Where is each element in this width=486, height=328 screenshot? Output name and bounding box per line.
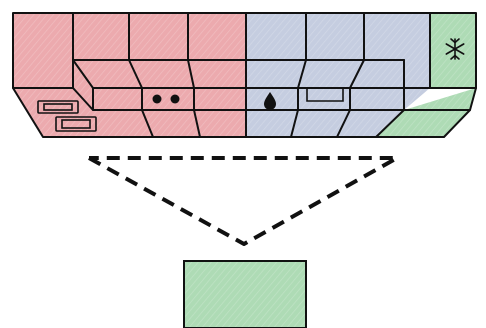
- cabinet-outlines: [12, 12, 477, 138]
- oven-icon: [37, 100, 97, 132]
- green-zone-corner-counter: [376, 88, 476, 137]
- two-dots-icon: [152, 94, 180, 104]
- blue-zone: [246, 13, 430, 137]
- dashed-funnel: [88, 156, 399, 246]
- snowflake-icon: [445, 38, 465, 60]
- droplet-icon: [264, 92, 276, 110]
- island-block: [183, 260, 307, 328]
- display-slot-icon: [306, 88, 344, 102]
